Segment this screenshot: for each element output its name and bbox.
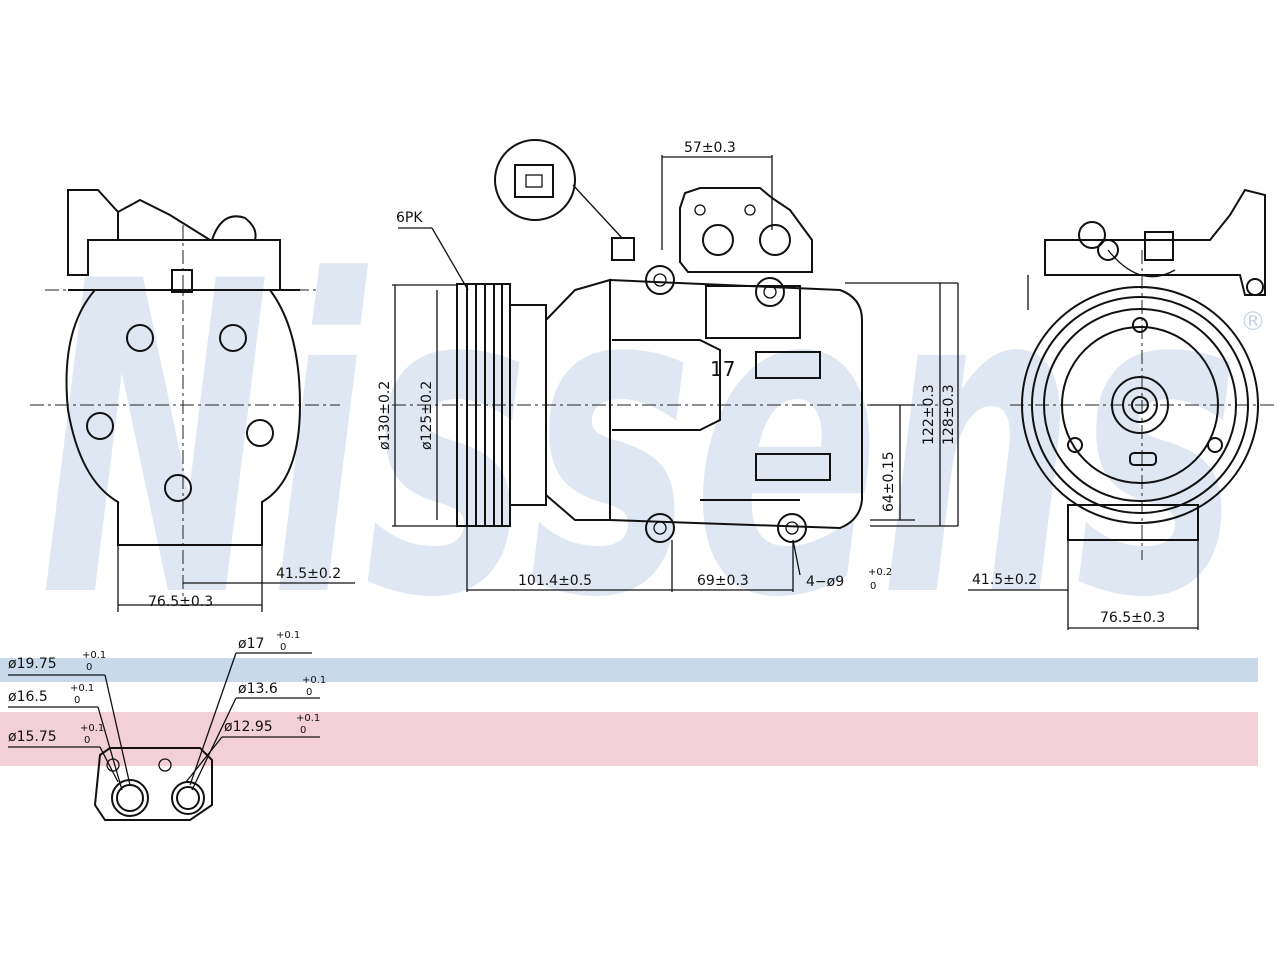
mount-holes-dim: 4−ø9 bbox=[806, 574, 844, 590]
right-width-dim: 76.5±0.3 bbox=[1100, 610, 1165, 626]
height-128-dim: 128±0.3 bbox=[941, 384, 957, 445]
port-detail bbox=[8, 652, 320, 821]
pink-band bbox=[0, 712, 1258, 766]
left-offset-dim: 41.5±0.2 bbox=[276, 566, 341, 582]
height-center-dim: 64±0.15 bbox=[881, 451, 897, 512]
port-tol-upper-1: +0.1 bbox=[82, 650, 106, 661]
port-tol-lower-6: 0 bbox=[300, 725, 306, 736]
watermark-brand: Nissens bbox=[40, 192, 1240, 692]
belt-label: 6PK bbox=[396, 210, 423, 226]
right-end-view bbox=[968, 188, 1275, 630]
watermark-registered-mark: ® bbox=[1240, 307, 1266, 337]
port-dia-2: ø16.5 bbox=[8, 689, 48, 705]
port-dia-3: ø15.75 bbox=[8, 729, 57, 745]
part-label: 17 bbox=[710, 357, 735, 381]
right-offset-dim: 41.5±0.2 bbox=[972, 572, 1037, 588]
body-length-dim: 101.4±0.5 bbox=[518, 573, 592, 589]
mount-spacing-dim: 69±0.3 bbox=[697, 573, 749, 589]
pulley-outer-dia-dim: ø130±0.2 bbox=[377, 381, 393, 450]
port-tol-lower-2: 0 bbox=[74, 695, 80, 706]
port-tol-upper-5: +0.1 bbox=[302, 675, 326, 686]
port-tol-lower-4: 0 bbox=[280, 642, 286, 653]
mount-holes-tol-upper: +0.2 bbox=[868, 567, 892, 578]
pulley-inner-dia-dim: ø125±0.2 bbox=[419, 381, 435, 450]
blue-band bbox=[0, 658, 1258, 682]
port-dia-1: ø19.75 bbox=[8, 656, 57, 672]
side-view bbox=[392, 139, 959, 592]
port-tol-upper-3: +0.1 bbox=[80, 723, 104, 734]
port-tol-lower-1: 0 bbox=[86, 662, 92, 673]
port-tol-upper-6: +0.1 bbox=[296, 713, 320, 724]
port-tol-lower-3: 0 bbox=[84, 735, 90, 746]
port-dia-5: ø13.6 bbox=[238, 681, 278, 697]
top-width-dim: 57±0.3 bbox=[684, 140, 736, 156]
left-width-dim: 76.5±0.3 bbox=[148, 594, 213, 610]
port-tol-upper-4: +0.1 bbox=[276, 630, 300, 641]
port-dia-4: ø17 bbox=[238, 636, 264, 652]
port-tol-lower-5: 0 bbox=[306, 687, 312, 698]
left-end-view bbox=[30, 189, 355, 612]
mount-holes-tol-lower: 0 bbox=[870, 581, 876, 592]
port-dia-6: ø12.95 bbox=[224, 719, 273, 735]
port-tol-upper-2: +0.1 bbox=[70, 683, 94, 694]
height-122-dim: 122±0.3 bbox=[921, 384, 937, 445]
